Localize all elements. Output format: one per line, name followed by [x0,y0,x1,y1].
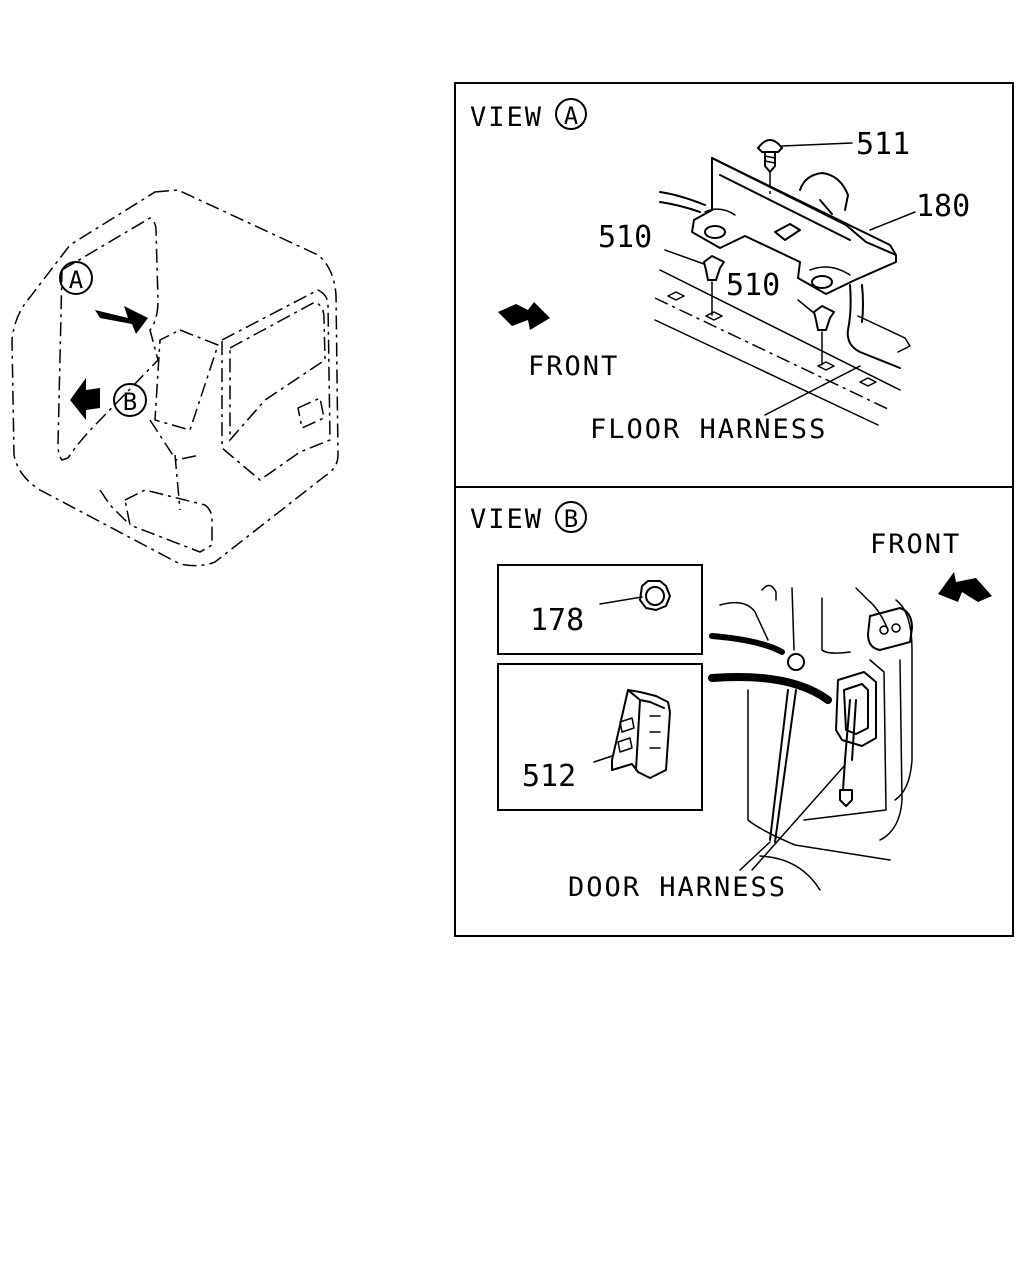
view-b-letter: B [564,505,578,533]
front-label-a: FRONT [528,351,619,382]
inset-178-box [497,564,703,655]
arrow-b-icon [70,378,100,420]
view-b-title: VIEW [470,504,543,535]
bracket-180 [691,157,897,295]
view-a-letter: A [564,102,579,130]
label-180: 180 [916,189,970,224]
front-arrow-a-icon [498,302,550,330]
marker-b-letter: B [123,388,137,416]
door-harness-label: DOOR HARNESS [568,872,787,903]
view-a-title: VIEW [470,102,543,133]
marker-b-circle [113,383,147,417]
label-512: 512 [522,759,576,794]
view-a-panel: VIEW A [454,82,1014,488]
arrow-a-icon [95,306,148,334]
floor-harness-label: FLOOR HARNESS [590,414,827,445]
front-arrow-b-icon [938,572,992,602]
clip-510-right [813,305,835,331]
label-510-right: 510 [726,268,780,303]
label-510-left: 510 [598,220,652,255]
marker-a-circle [59,261,93,295]
marker-a-letter: A [69,266,84,294]
label-511: 511 [856,127,910,162]
view-b-letter-circle [555,501,587,533]
door-hinge [867,607,913,651]
screw-511 [757,139,783,173]
view-a-letter-circle [555,98,587,130]
view-b-panel: VIEW B FRONT 178 512 [454,486,1014,937]
cab-overview: A B [11,189,339,567]
clip-510-left [703,255,725,281]
door-grommet [835,671,877,747]
front-label-b: FRONT [870,529,961,560]
connector-512 [611,689,671,779]
grommet-178 [639,580,671,611]
label-178: 178 [530,603,584,638]
